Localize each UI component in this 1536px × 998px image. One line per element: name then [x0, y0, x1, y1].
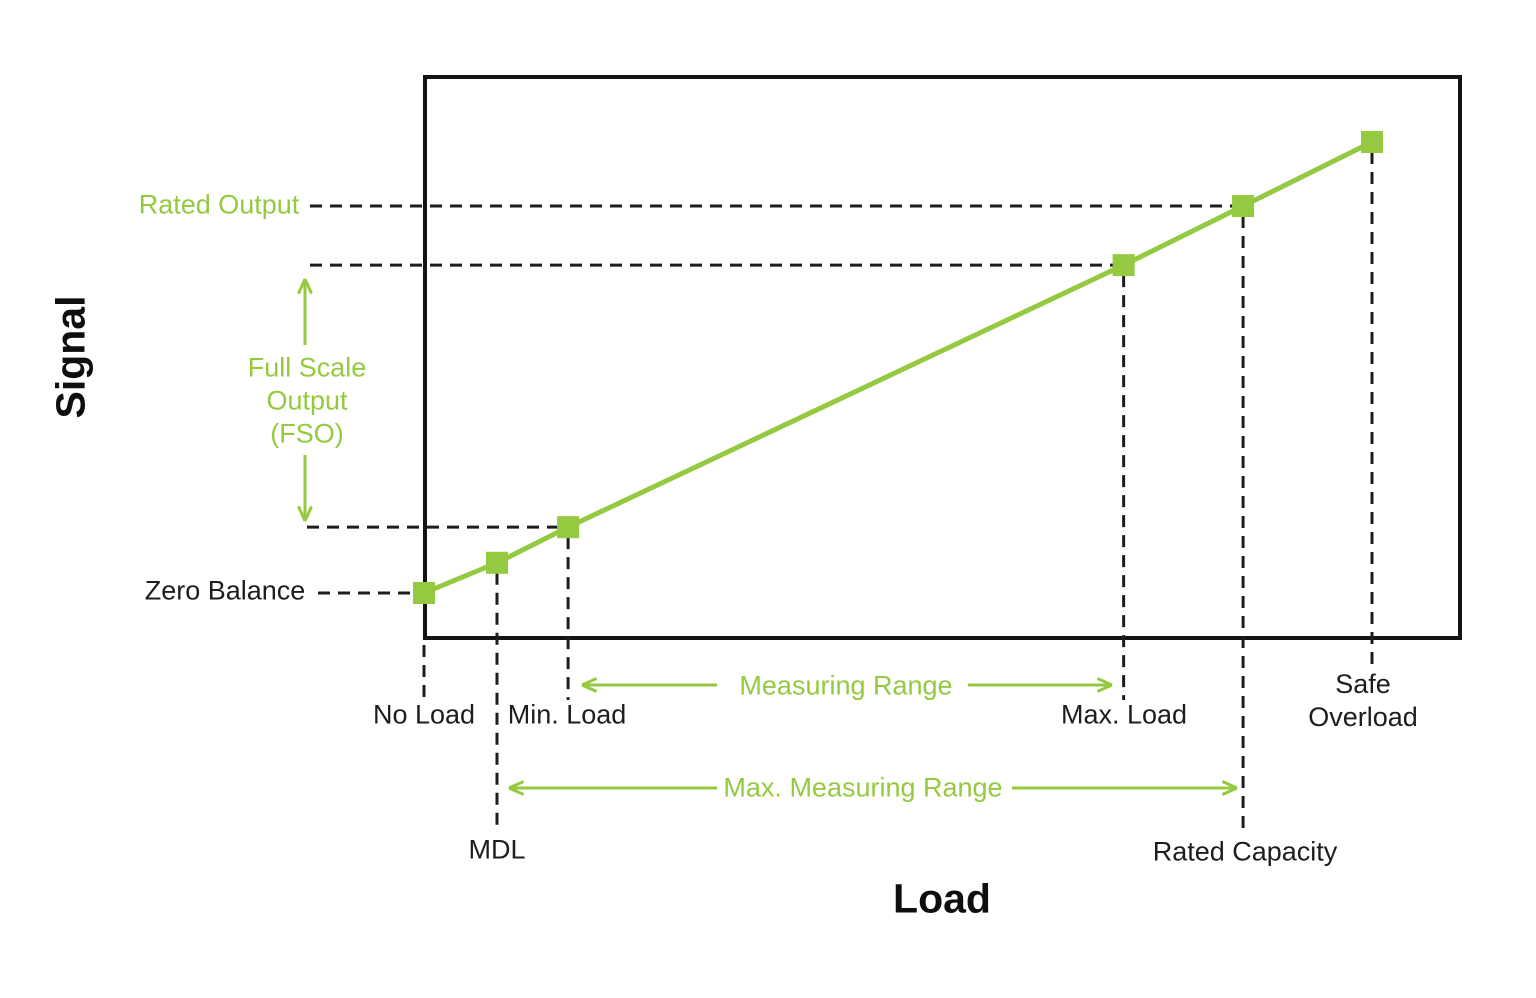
max-load-label: Max. Load	[1060, 699, 1188, 730]
plot-area	[423, 75, 1462, 640]
measuring-range-label: Measuring Range	[739, 670, 953, 701]
rated-capacity-label: Rated Capacity	[1152, 836, 1338, 867]
mdl-label: MDL	[468, 834, 526, 865]
rated-output-label: Rated Output	[138, 189, 300, 220]
no-load-label: No Load	[372, 699, 476, 730]
zero-balance-label: Zero Balance	[144, 575, 306, 606]
min-load-label: Min. Load	[507, 699, 627, 730]
max-measuring-range-label: Max. Measuring Range	[723, 772, 1003, 803]
full-scale-output-label: Full Scale Output (FSO)	[247, 352, 367, 449]
safe-overload-label: Safe Overload	[1308, 669, 1418, 732]
y-axis-title: Signal	[47, 295, 94, 419]
x-axis-title: Load	[893, 875, 991, 922]
